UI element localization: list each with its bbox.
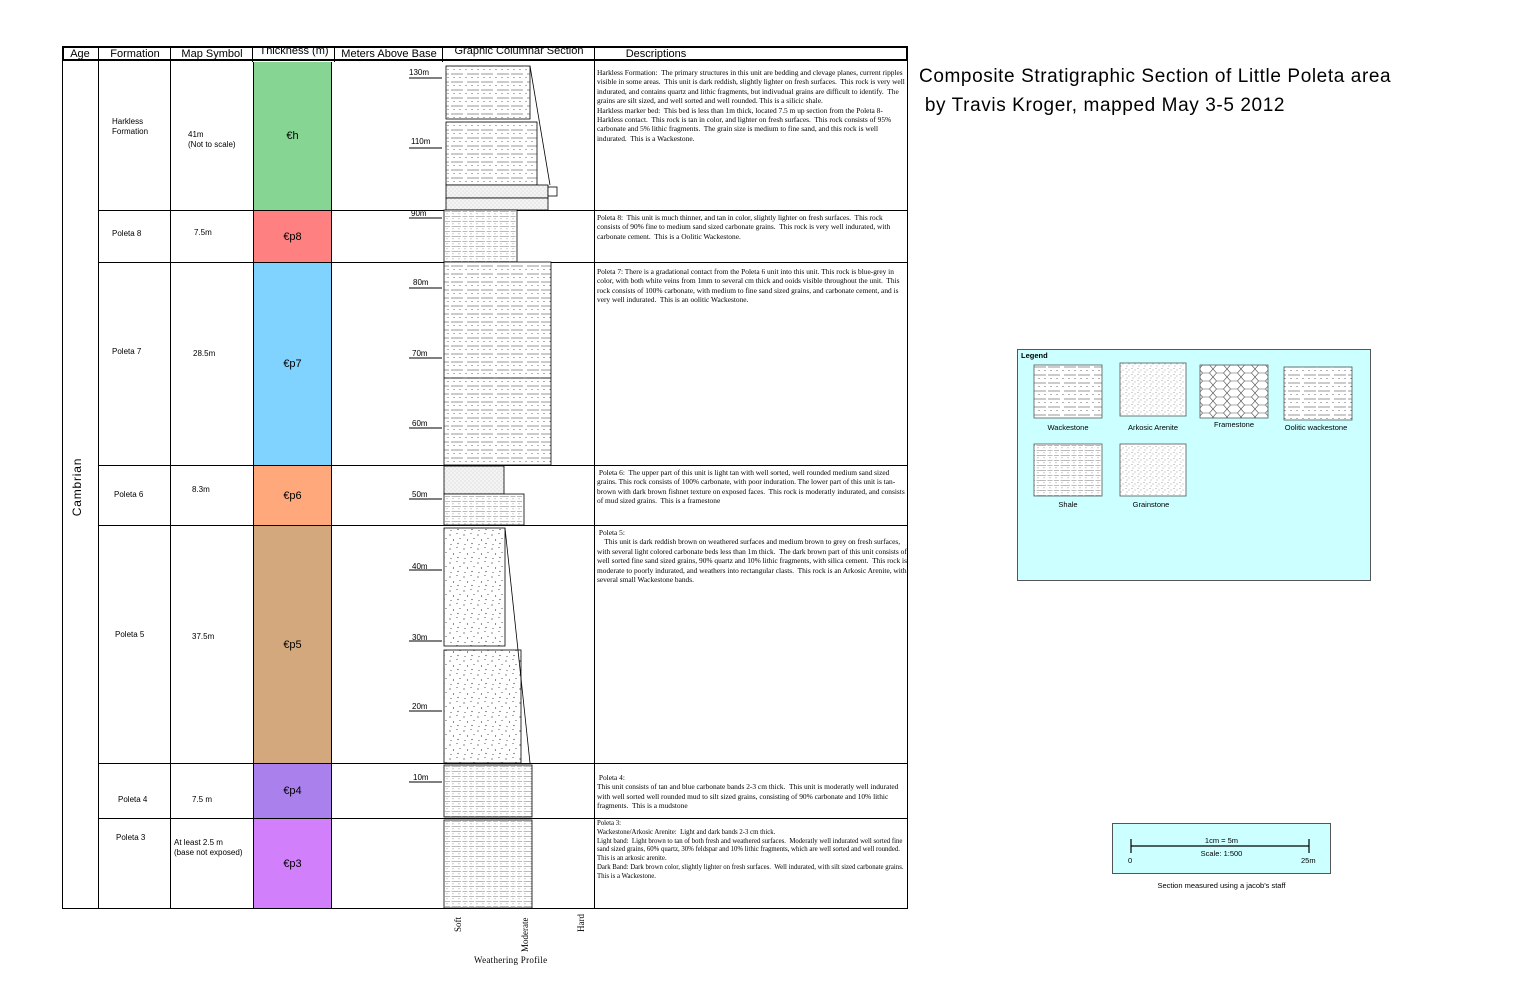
- formation-name-poleta-6: Poleta 6: [114, 490, 144, 499]
- description-harkless: Harkless Formation: The primary structur…: [597, 68, 905, 143]
- map-symbol-label: €p3: [283, 857, 302, 870]
- legend-label-shale: Shale: [1058, 500, 1078, 509]
- column-divider: [594, 47, 595, 909]
- meter-mark: 20m: [412, 702, 428, 711]
- legend-label-arkosic-arenite: Arkosic Arenite: [1127, 423, 1179, 432]
- weathering-soft: Soft: [453, 916, 463, 932]
- scale-ratio: Scale: 1:500: [1200, 849, 1243, 858]
- scale-box: [1112, 823, 1331, 874]
- map-symbol-label: €p5: [283, 638, 302, 651]
- meter-mark: 60m: [412, 419, 428, 428]
- header-map-symbol: Map Symbol: [181, 48, 243, 60]
- weathering-caption: Weathering Profile: [474, 955, 548, 965]
- legend-title: Legend: [1021, 351, 1048, 360]
- legend-label-framestone: Framestone: [1213, 420, 1255, 429]
- row-divider: [98, 763, 908, 764]
- formation-name-harkless: Harkless Formation: [112, 117, 149, 136]
- formation-name-poleta-4: Poleta 4: [118, 795, 148, 804]
- scale-start: 0: [1128, 856, 1133, 865]
- table-body-frame: [62, 61, 908, 909]
- scale-bar: [1130, 839, 1310, 853]
- thickness-poleta-5: 37.5m: [192, 632, 215, 641]
- meter-mark: 90m: [411, 209, 427, 218]
- legend-label-oolitic-wackestone: Oolitic wackestone: [1284, 423, 1348, 432]
- formation-name-poleta-5: Poleta 5: [115, 630, 145, 639]
- meter-mark: 40m: [412, 562, 428, 571]
- description-poleta-3: Poleta 3: Wackestone/Arkosic Arenite: Li…: [597, 820, 904, 880]
- weathering-moderate: Moderate: [520, 917, 530, 952]
- legend-swatch-arkosic-arenite: [1119, 362, 1187, 417]
- meter-mark: 130m: [409, 68, 430, 77]
- header-age: Age: [70, 48, 90, 60]
- map-symbol-label: €h: [286, 130, 299, 142]
- weathering-hard: Hard: [576, 914, 586, 932]
- scale-end: 25m: [1301, 856, 1316, 865]
- diagram-title-line-1: Composite Stratigraphic Section of Littl…: [919, 66, 1392, 87]
- thickness-poleta-8: 7.5m: [194, 228, 212, 237]
- meter-mark: 70m: [412, 349, 428, 358]
- header-formation: Formation: [110, 48, 160, 60]
- map-symbol-poleta-8: €p8: [253, 211, 332, 262]
- map-symbol-label: €p4: [283, 785, 302, 797]
- meter-mark: 10m: [413, 773, 429, 782]
- formation-name-poleta-8: Poleta 8: [112, 229, 142, 238]
- map-symbol-poleta-5: €p5: [253, 526, 332, 763]
- map-symbol-label: €p8: [283, 230, 302, 243]
- legend-swatch-wackestone: [1033, 364, 1103, 419]
- legend-swatch-grainstone: [1119, 443, 1187, 497]
- map-symbol-poleta-3: €p3: [253, 819, 332, 909]
- map-symbol-label: €p7: [283, 358, 302, 370]
- meter-mark: 110m: [411, 137, 431, 146]
- thickness-poleta-4: 7.5 m: [192, 795, 213, 804]
- column-divider: [334, 47, 335, 62]
- table-header-bar: [62, 46, 908, 61]
- meter-mark: 80m: [413, 278, 429, 287]
- header-thickness: Thickness (m): [259, 45, 329, 57]
- column-divider: [442, 47, 443, 62]
- map-symbol-poleta-7: €p7: [253, 263, 332, 465]
- map-symbol-poleta-6: €p6: [253, 466, 332, 525]
- legend-label-wackestone: Wackestone: [1047, 423, 1089, 432]
- column-divider: [252, 47, 253, 62]
- header-meters-above-base: Meters Above Base: [341, 48, 437, 60]
- legend-label-grainstone: Grainstone: [1132, 500, 1170, 509]
- description-poleta-4: Poleta 4: This unit consists of tan and …: [597, 773, 899, 811]
- description-poleta-5: Poleta 5: This unit is dark reddish brow…: [597, 528, 907, 585]
- legend-swatches: [1033, 362, 1353, 497]
- header-graphic-section: Graphic Columnar Section: [454, 45, 584, 57]
- column-divider: [98, 47, 99, 909]
- legend-swatch-oolitic-wackestone: [1283, 366, 1353, 421]
- thickness-harkless: 41m (Not to scale): [188, 130, 236, 149]
- scale-note: Section measured using a jacob's staff: [1157, 881, 1286, 890]
- header-descriptions: Descriptions: [625, 48, 687, 60]
- formation-name-poleta-7: Poleta 7: [112, 347, 142, 356]
- meter-mark: 30m: [412, 633, 428, 642]
- row-divider: [98, 465, 908, 466]
- diagram-title-line-2: by Travis Kroger, mapped May 3-5 2012: [919, 95, 1286, 116]
- thickness-poleta-6: 8.3m: [192, 485, 210, 494]
- description-poleta-6: Poleta 6: The upper part of this unit is…: [597, 468, 907, 506]
- row-divider: [98, 525, 908, 526]
- row-divider: [98, 818, 908, 819]
- map-symbol-poleta-4: €p4: [253, 764, 332, 818]
- legend-swatch-framestone: [1199, 364, 1269, 419]
- legend-swatch-shale: [1033, 443, 1103, 497]
- map-symbol-harkless: €h: [253, 62, 332, 210]
- formation-name-poleta-3: Poleta 3: [116, 833, 146, 842]
- scale-equivalence: 1cm = 5m: [1204, 836, 1239, 845]
- column-divider: [170, 47, 171, 909]
- thickness-poleta-3: At least 2.5 m (base not exposed): [174, 838, 243, 857]
- thickness-poleta-7: 28.5m: [193, 349, 216, 358]
- meter-mark: 50m: [412, 490, 428, 499]
- map-symbol-label: €p6: [283, 489, 302, 502]
- description-poleta-8: Poleta 8: This unit is much thinner, and…: [597, 213, 893, 241]
- graphic-columnar-section: [409, 65, 558, 909]
- description-poleta-7: Poleta 7: There is a gradational contact…: [597, 267, 902, 305]
